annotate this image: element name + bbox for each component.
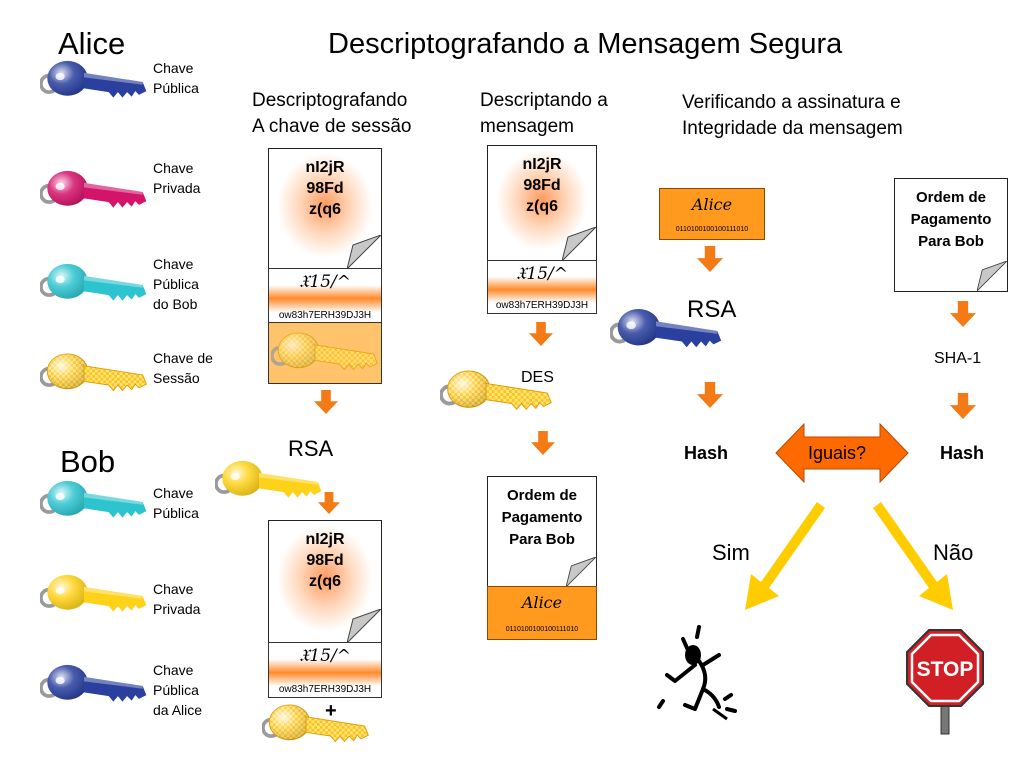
no-arrow [873,502,953,610]
page-fold-icon [347,609,381,643]
signature-name: Alice [691,195,733,214]
session-key-box [268,322,382,384]
celebrating-figure-icon [657,625,737,721]
signature-bits: 0110100100100111010 [505,626,579,633]
session-key-icon [40,345,150,405]
col3-heading: Verificando a assinatura e Integridade d… [682,92,903,139]
alice-private-key-label: Chave Privada [153,160,201,196]
des-label: DES [521,369,554,386]
bob-public-key-label: Chave Pública [153,485,199,521]
page-fold-icon [347,235,381,269]
plaintext-doc: Ordem de Pagamento Para Bob [487,476,597,588]
alice-private-key-icon [40,162,150,222]
cipher-hex: ow83h7ERH39DJ3H [278,684,372,695]
page-title: Descriptografando a Mensagem Segura [328,28,843,60]
encrypted-message-doc: nI2jR 98Fd z(q6 [268,520,382,644]
down-arrow-icon [950,300,976,328]
sha1-label: SHA-1 [934,350,982,367]
down-arrow-icon [697,380,723,410]
cipher-hex: ow83h7ERH39DJ3H [278,310,372,321]
bob-private-key-label: Chave Privada [153,581,201,617]
cipher-text: nI2jR 98Fd z(q6 [305,159,345,218]
rsa-label: RSA [288,436,334,461]
page-fold-icon [977,261,1007,291]
alice-signature-stamp: Alice 0110100100100111010 [487,586,597,640]
bob-public-key-icon [40,472,150,532]
down-arrow-icon [312,390,340,414]
plaintext: Ordem de Pagamento Para Bob [501,487,583,548]
down-arrow-icon [950,392,976,420]
cipher-symbol: 𝔛15/^ [298,646,352,666]
alice-signature-stamp: Alice 0110100100100111010 [659,188,765,240]
cipher-hex: ow83h7ERH39DJ3H [495,300,589,311]
session-key-icon [262,696,372,756]
plaintext-doc: Ordem de Pagamento Para Bob [894,178,1008,292]
hash-right-label: Hash [940,443,985,463]
rsa-label: RSA [687,296,737,323]
signature-name: Alice [521,593,563,612]
bob-private-key-icon [215,452,325,512]
session-key-icon [271,325,381,383]
yes-arrow [745,502,825,610]
plus-sign: + [325,700,337,722]
page-fold-icon [566,557,596,587]
encrypted-session-key-band: 𝔛15/^ ow83h7ERH39DJ3H [268,642,382,698]
plaintext: Ordem de Pagamento Para Bob [910,189,992,250]
down-arrow-icon [697,246,723,272]
cipher-symbol: 𝔛15/^ [298,272,352,292]
bob-alice-public-key-label: Chave Pública da Alice [153,662,203,718]
encrypted-message-doc: nI2jR 98Fd z(q6 [268,148,382,270]
compare-double-arrow [775,422,909,484]
hash-left-label: Hash [684,443,729,463]
encrypted-message-doc: nI2jR 98Fd z(q6 [487,145,597,262]
stop-sign-text: STOP [917,658,974,681]
alice-public-key-icon [40,52,150,112]
page-fold-icon [562,227,596,261]
signature-bits: 0110100100100111010 [675,226,749,233]
bob-private-key-icon [40,566,150,626]
bob-name: Bob [60,444,116,479]
alice-public-key-label: Chave Pública [153,60,199,96]
down-arrow-icon [318,492,340,514]
alice-name: Alice [58,26,126,61]
encrypted-session-key-band: 𝔛15/^ ow83h7ERH39DJ3H [268,268,382,324]
col1-heading: Descriptografando A chave de sessão [252,90,412,137]
no-label: Não [933,540,974,565]
yes-label: Sim [712,540,750,565]
down-arrow-icon [528,322,554,346]
alice-bob-public-key-label: Chave Pública do Bob [153,256,199,312]
compare-label: Iguais? [808,443,867,463]
stop-sign-icon: STOP [906,629,984,735]
session-key-label: Chave de Sessão [153,350,213,386]
bob-public-key-icon [40,255,150,315]
down-arrow-icon [530,431,556,455]
cipher-symbol: 𝔛15/^ [515,264,569,284]
cipher-text: nI2jR 98Fd z(q6 [305,531,345,590]
col2-heading: Descriptando a mensagem [480,90,608,137]
alice-public-key-icon [40,656,150,716]
cipher-text: nI2jR 98Fd z(q6 [522,156,562,215]
encrypted-signature-band: 𝔛15/^ ow83h7ERH39DJ3H [487,260,597,314]
